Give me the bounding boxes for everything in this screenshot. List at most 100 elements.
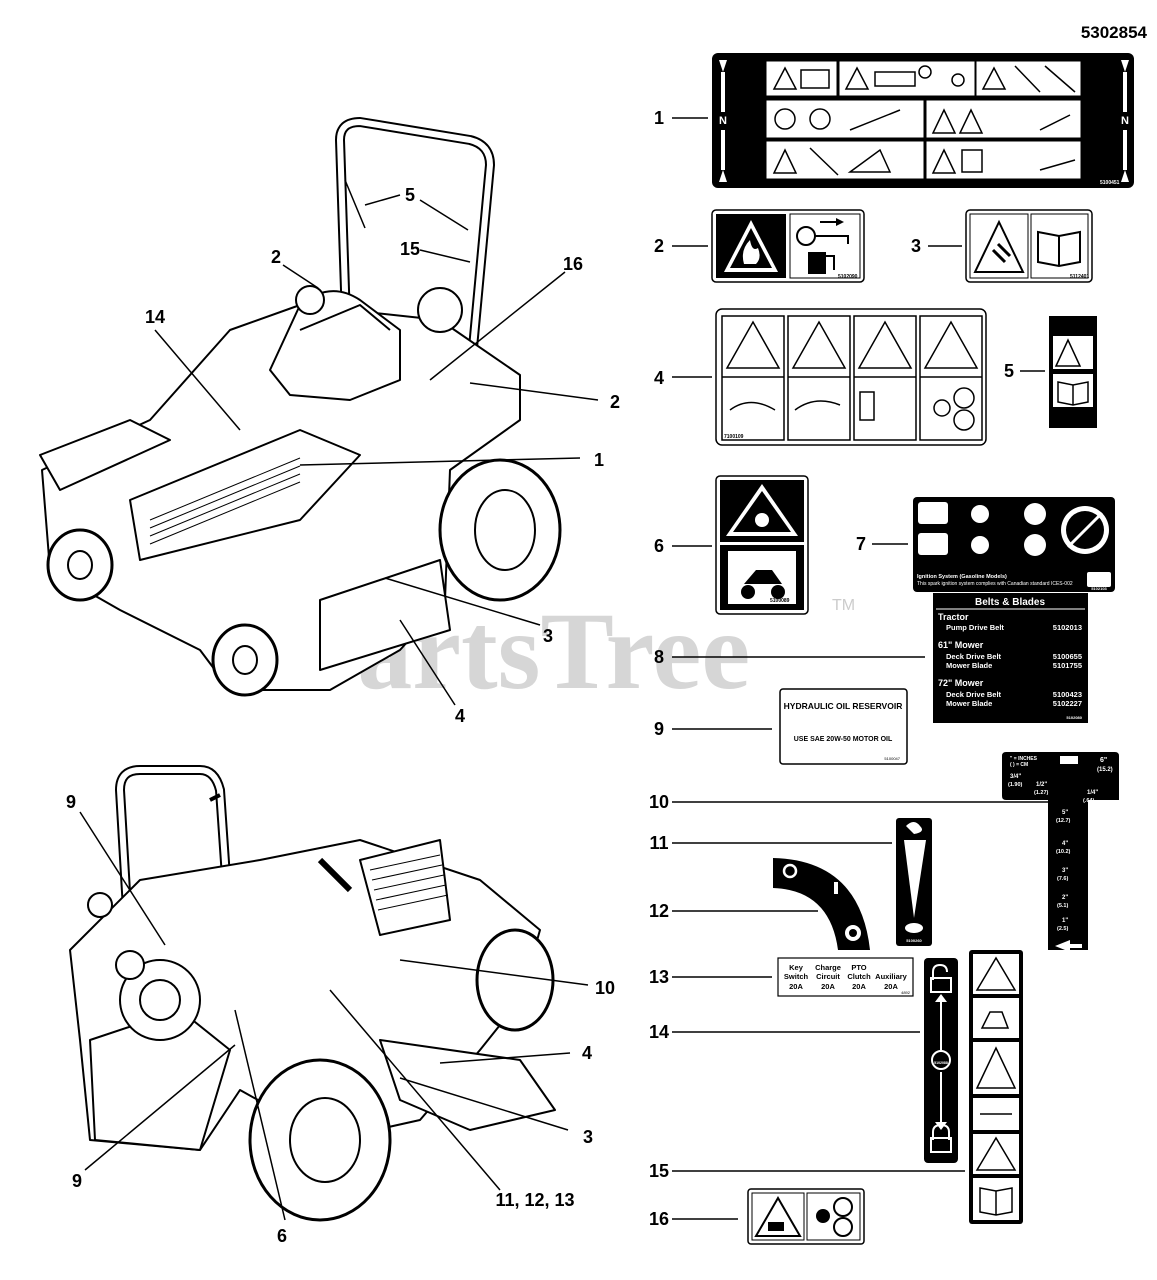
callout-3: 3: [543, 626, 553, 646]
gauge-34-cm: (1.90): [1008, 782, 1023, 788]
belts-mower61: 61" Mower: [938, 640, 984, 650]
decal-number-2: 2: [654, 236, 664, 256]
fuse-v3: 20A: [852, 982, 866, 991]
gauge-6-cm: (15.2): [1097, 767, 1113, 773]
fuse-v2: 20A: [821, 982, 835, 991]
callout-5: 5: [405, 185, 415, 205]
belts-pump-label: Pump Drive Belt: [946, 623, 1004, 632]
belts-deck72-label: Deck Drive Belt: [946, 690, 1002, 699]
fuse-h1: Key: [789, 963, 804, 972]
belts-deck72-value: 5100423: [1053, 690, 1082, 699]
gauge-4: 4": [1062, 841, 1068, 847]
decal-10-height-gauge: " = INCHES ( ) = CM 6" (15.2) 3/4" (1.90…: [1002, 752, 1119, 952]
decal-14-park-brake: 5102088: [924, 958, 958, 1163]
gauge-14-cm: (.64): [1083, 798, 1094, 804]
decal-7-ignition: Ignition System (Gasoline Models) This s…: [913, 497, 1115, 592]
callouts-bottom: 9 10 9 4 3 11, 12, 13 6: [66, 792, 615, 1246]
gauge-legend2: ( ) = CM: [1010, 762, 1028, 768]
gauge-legend1: " = INCHES: [1010, 756, 1038, 762]
callout-1: 1: [594, 450, 604, 470]
belts-tractor: Tractor: [938, 612, 969, 622]
belts-deck61-label: Deck Drive Belt: [946, 652, 1002, 661]
decal-number-3: 3: [911, 236, 921, 256]
decal-12-pto: [773, 858, 870, 950]
callout-4: 4: [455, 706, 465, 726]
gauge-12-cm: (1.27): [1034, 790, 1049, 796]
fuse-h3: PTO: [851, 963, 866, 972]
callout-3-bottom: 3: [583, 1127, 593, 1147]
decal-11-code: 5100260: [906, 938, 922, 943]
belts-code: 5102080: [1066, 715, 1082, 720]
belts-mower72: 72" Mower: [938, 678, 984, 688]
part-number: 5302854: [1081, 23, 1148, 42]
callout-14: 14: [145, 307, 165, 327]
callouts-top: 5 15 2 16 14 2 1 3 4: [145, 185, 620, 726]
decal-15-warning-strip: [969, 950, 1023, 1224]
fuse-code: 4892: [901, 990, 911, 995]
mower-illustration-bottom: [69, 765, 556, 1222]
decal-14-code: 5102088: [934, 1061, 948, 1065]
hydraulic-title: HYDRAULIC OIL RESERVOIR: [784, 701, 903, 711]
gauge-14: 1/4": [1087, 790, 1098, 796]
decal-2-code: 5102090: [838, 274, 858, 280]
callout-4-bottom: 4: [582, 1043, 592, 1063]
decal-13-fuse: Key Switch 20A Charge Circuit 20A PTO Cl…: [777, 957, 914, 997]
fuse-h4: Auxiliary: [875, 972, 908, 981]
callout-6: 6: [277, 1226, 287, 1246]
belts-blade61-label: Mower Blade: [946, 661, 992, 670]
decal-number-9: 9: [654, 719, 664, 739]
decal-7-line2: This spark ignition system complies with…: [917, 581, 1073, 587]
belts-title: Belts & Blades: [975, 597, 1045, 608]
hydraulic-code: 5100047: [884, 756, 900, 761]
decal-3-code: 5112401: [1070, 274, 1089, 280]
decal-4-code: 7100109: [724, 434, 744, 440]
fuse-v4: 20A: [884, 982, 898, 991]
decal-number-5: 5: [1004, 361, 1014, 381]
decal-number-15: 15: [649, 1161, 669, 1181]
gauge-5: 5": [1062, 810, 1068, 816]
mower-illustration-top: [39, 117, 562, 697]
fuse-h2: Charge: [815, 963, 841, 972]
decal-5-small-warning: [1049, 316, 1097, 428]
gauge-1: 1": [1062, 918, 1068, 924]
decal-7-line1: Ignition System (Gasoline Models): [917, 574, 1007, 580]
callout-leaders-top: [154, 179, 599, 706]
callout-2: 2: [271, 247, 281, 267]
decal-6-code: 5100089: [770, 598, 790, 604]
decal-11-throttle: 5100260: [896, 818, 932, 946]
callout-16: 16: [563, 254, 583, 274]
watermark-tm: TM: [832, 597, 855, 614]
decal-number-4: 4: [654, 368, 664, 388]
decal-number-1: 1: [654, 108, 664, 128]
callout-11-12-13: 11, 12, 13: [495, 1190, 574, 1210]
decal-number-7: 7: [856, 534, 866, 554]
belts-blade61-value: 5101755: [1053, 661, 1082, 670]
decal-1-letter-right: N: [1121, 115, 1129, 127]
callout-10: 10: [595, 978, 615, 998]
gauge-2-cm: (5.1): [1057, 903, 1068, 909]
gauge-12: 1/2": [1036, 782, 1047, 788]
decal-9-hydraulic-oil: HYDRAULIC OIL RESERVOIR USE SAE 20W-50 M…: [779, 688, 908, 765]
decal-2-fire-fuel: 5102090: [711, 209, 865, 283]
decal-16-belt-warning: [747, 1188, 865, 1245]
decal-number-13: 13: [649, 967, 669, 987]
decal-number-8: 8: [654, 647, 664, 667]
belts-pump-value: 5102013: [1053, 623, 1082, 632]
gauge-6: 6": [1100, 757, 1107, 764]
decal-index-leaders: [672, 117, 1050, 1220]
callout-9a: 9: [66, 792, 76, 812]
fuse-h3b: Clutch: [847, 972, 871, 981]
decal-8-belts-blades: Belts & Blades Tractor Pump Drive Belt 5…: [933, 593, 1088, 723]
decal-3-hand-manual: 5112401: [965, 209, 1093, 283]
callout-9b: 9: [72, 1171, 82, 1191]
fuse-v1: 20A: [789, 982, 803, 991]
decal-6-rollover: 5100089: [715, 475, 809, 615]
gauge-34: 3/4": [1010, 774, 1021, 780]
fuse-h1b: Switch: [784, 972, 809, 981]
decal-1-safety-panel: N N 5100451: [712, 53, 1134, 188]
decal-number-16: 16: [649, 1209, 669, 1229]
decal-number-6: 6: [654, 536, 664, 556]
callout-leaders-bottom: [79, 811, 589, 1221]
decal-7-code: 5102103: [1091, 586, 1107, 591]
